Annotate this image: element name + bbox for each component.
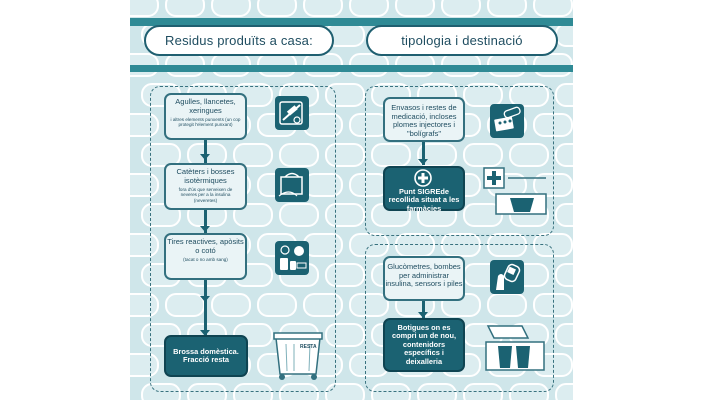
- waste-item-card: Envasos i restes de medicació, incloses …: [383, 97, 465, 142]
- destination-text: Botigues on es compri un de nou, conteni…: [391, 322, 457, 366]
- header-underline-band: [130, 65, 573, 72]
- destination-card-general-waste: Brossa domèstica. Fracció resta: [164, 335, 248, 377]
- infographic-poster: Residus produïts a casa: tipologia i des…: [130, 0, 573, 400]
- pattern-tile: [349, 0, 389, 17]
- arrow-down-icon: [200, 226, 210, 232]
- waste-item-title: Catèters i bosses isotèrmiques: [176, 167, 235, 185]
- destination-card-sigre: Punt SIGREde recollida situat a les farm…: [383, 166, 465, 213]
- pattern-tile: [257, 293, 297, 317]
- header-left-title-text: Residus produïts a casa:: [165, 33, 313, 48]
- pattern-tile: [187, 383, 227, 400]
- waste-item-title: Agulles, llancetes, xeringues: [175, 97, 236, 115]
- arrow-down-icon: [200, 330, 210, 336]
- pattern-tile: [141, 143, 181, 167]
- pattern-tile: [487, 0, 527, 17]
- waste-item-title: Envasos i restes de medicació, incloses …: [391, 103, 457, 138]
- waste-item-card: Catèters i bosses isotèrmiques fora d'ús…: [164, 163, 247, 210]
- pattern-tile: [555, 383, 573, 400]
- pattern-tile: [349, 293, 389, 317]
- pattern-tile: [555, 83, 573, 107]
- syringe-lancets-icon: [275, 96, 309, 130]
- destination-text: Brossa domèstica. Fracció resta: [173, 346, 239, 364]
- pattern-tile: [130, 0, 159, 17]
- right-top-flow-line: [422, 140, 425, 165]
- medication-waste-group: [365, 86, 554, 236]
- pattern-tile: [509, 143, 549, 167]
- header-left-title: Residus produïts a casa:: [144, 25, 334, 56]
- recycling-container-icon: [485, 325, 545, 371]
- pattern-tile: [233, 383, 273, 400]
- pharmacy-counter-icon: [483, 167, 547, 215]
- pattern-tile: [555, 263, 573, 287]
- pattern-tile: [279, 143, 319, 167]
- pattern-tile: [533, 0, 573, 17]
- arrow-down-icon: [418, 312, 428, 318]
- bin-label: RESTA: [300, 344, 317, 350]
- header-band: [130, 18, 573, 26]
- pattern-tile: [555, 143, 573, 167]
- pattern-tile: [233, 203, 273, 227]
- sigre-logo-icon: [414, 169, 432, 187]
- pattern-tile: [211, 0, 251, 17]
- waste-item-title: Glucòmetres, bombes per administrar insu…: [385, 262, 463, 288]
- pattern-tile: [487, 293, 527, 317]
- test-strips-icon: [275, 241, 309, 275]
- pattern-tile: [555, 23, 573, 47]
- pattern-tile: [303, 0, 343, 17]
- pattern-tile: [487, 233, 527, 257]
- pattern-tile: [463, 143, 503, 167]
- arrow-down-icon: [200, 154, 210, 160]
- destination-suffix: de recollida situat a les farmàcies: [388, 187, 460, 213]
- pattern-tile: [303, 293, 343, 317]
- pattern-tile: [371, 383, 411, 400]
- waste-item-subtitle: (tacat o no amb sang): [183, 257, 228, 262]
- right-bottom-flow-line: [422, 300, 425, 320]
- pattern-tile: [279, 383, 319, 400]
- destination-prefix: Punt: [398, 187, 418, 196]
- glucometer-icon: [490, 260, 524, 294]
- pattern-tile: [463, 203, 503, 227]
- waste-item-subtitle: fora d'ús que serveixen de neveres per a…: [178, 187, 233, 203]
- waste-item-subtitle: i altres elements punxents (un cop prote…: [170, 117, 241, 128]
- arrow-down-icon: [200, 296, 210, 302]
- pattern-tile: [325, 383, 365, 400]
- catheter-bag-icon: [275, 168, 309, 202]
- header-right-title: tipologia i destinació: [366, 25, 558, 56]
- medication-blister-icon: [490, 104, 524, 138]
- destination-card-stores: Botigues on es compri un de nou, conteni…: [383, 318, 465, 372]
- pattern-tile: [233, 143, 273, 167]
- pattern-tile: [279, 203, 319, 227]
- pattern-tile: [555, 203, 573, 227]
- sigre-brand: SIGRE: [417, 187, 441, 196]
- arrow-down-icon: [418, 159, 428, 165]
- pattern-tile: [555, 323, 573, 347]
- pattern-tile: [257, 0, 297, 17]
- header-right-title-text: tipologia i destinació: [401, 33, 523, 48]
- devices-waste-group: [365, 244, 554, 392]
- pattern-tile: [509, 383, 549, 400]
- pattern-tile: [395, 0, 435, 17]
- pattern-tile: [463, 83, 503, 107]
- pattern-tile: [165, 0, 205, 17]
- pattern-tile: [211, 293, 251, 317]
- pattern-tile: [417, 383, 457, 400]
- waste-item-card: Tires reactives, apòsits o cotó (tacat o…: [164, 233, 247, 280]
- waste-item-title: Tires reactives, apòsits o cotó: [167, 237, 244, 255]
- household-waste-group: [150, 86, 336, 392]
- pattern-tile: [463, 383, 503, 400]
- trash-bin-icon: RESTA: [273, 332, 323, 380]
- pattern-tile: [441, 0, 481, 17]
- waste-item-card: Agulles, llancetes, xeringues i altres e…: [164, 93, 247, 140]
- waste-item-card: Glucòmetres, bombes per administrar insu…: [383, 256, 465, 301]
